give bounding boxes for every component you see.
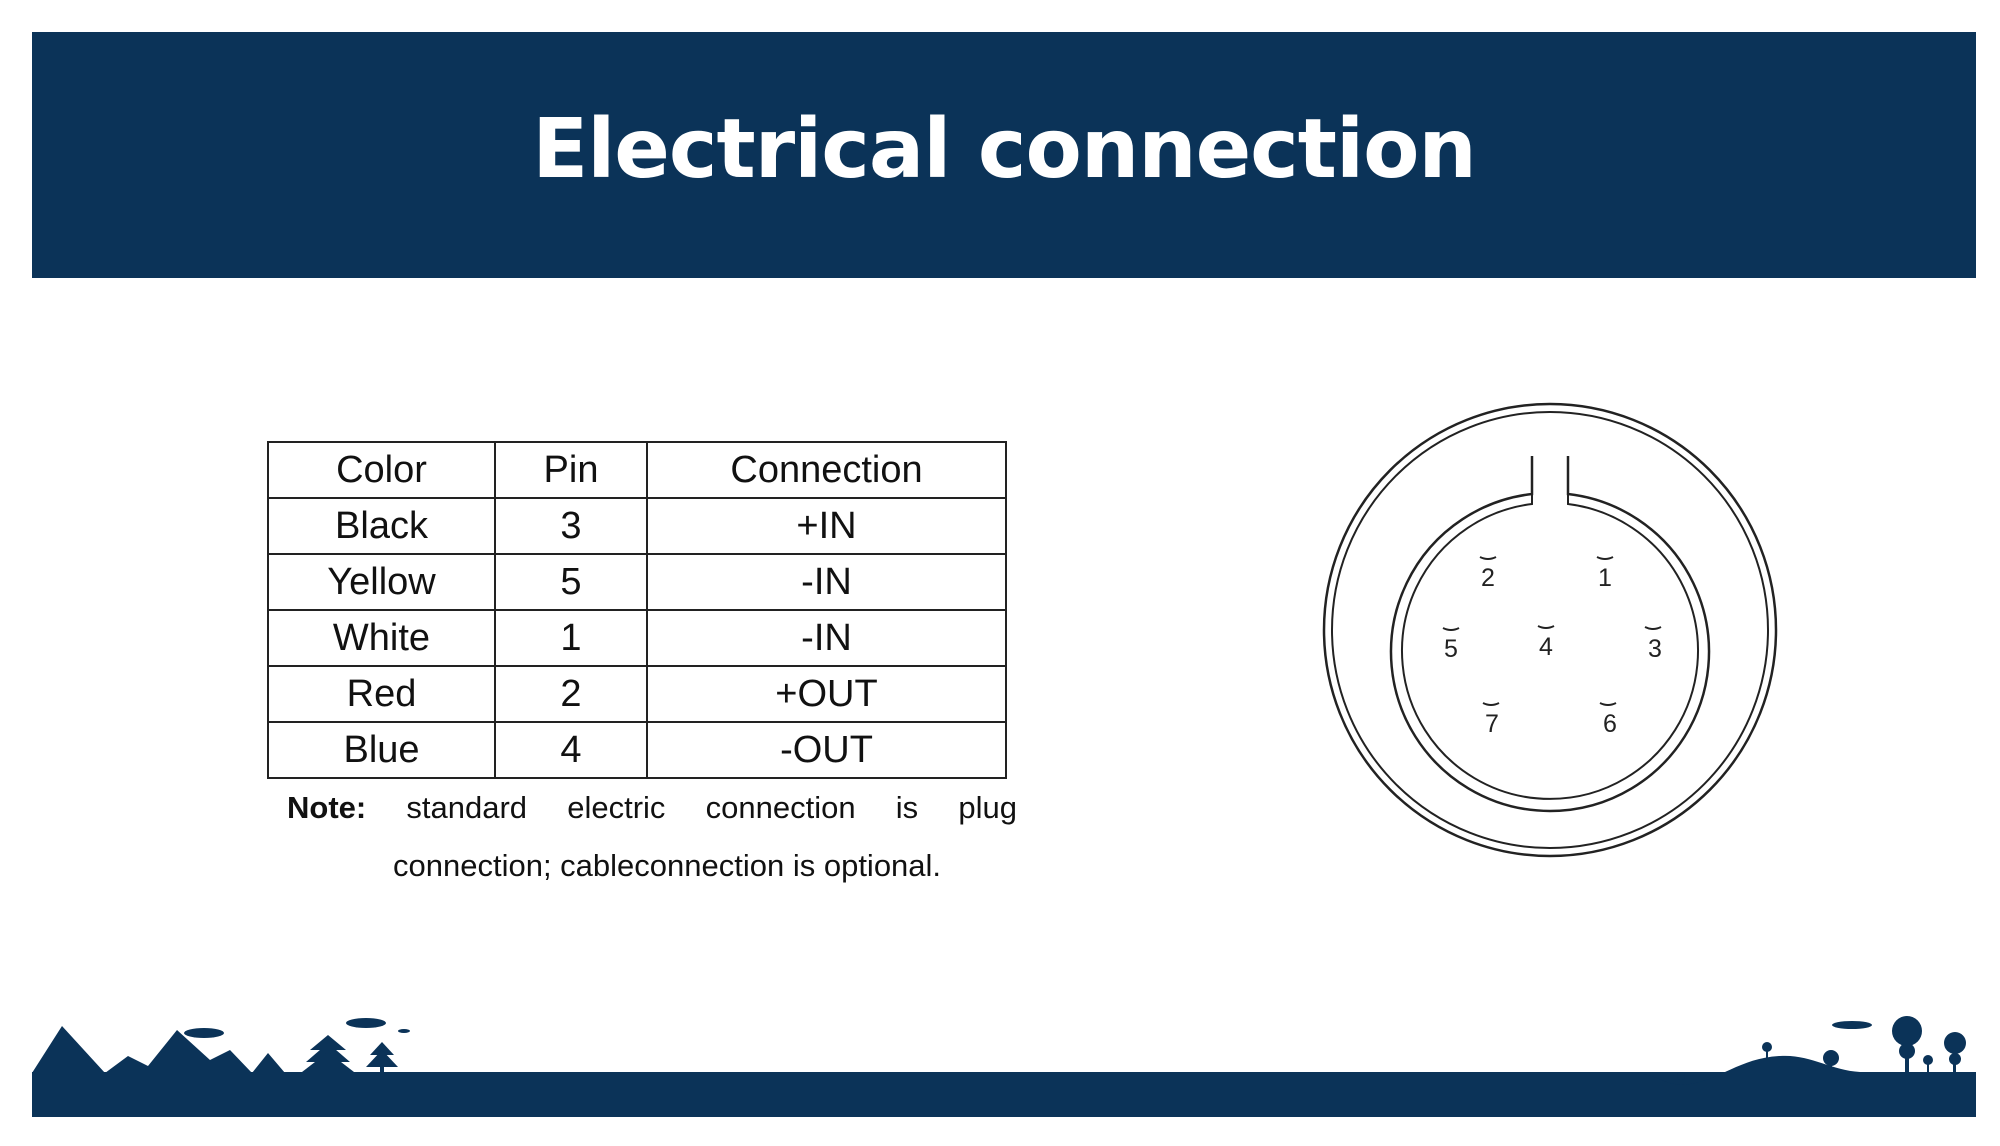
cell-pin: 3 <box>494 497 648 555</box>
table-row: Blue 4 -OUT <box>267 721 1007 779</box>
note-word: is <box>895 790 919 825</box>
table-row: Black 3 +IN <box>267 497 1007 555</box>
pin-2-mark <box>1479 556 1497 560</box>
pin-3-mark <box>1644 626 1662 630</box>
cloud-icon <box>398 1029 410 1033</box>
pin-4-mark <box>1537 625 1555 629</box>
column-header-pin: Pin <box>494 441 648 499</box>
cell-connection: -OUT <box>646 721 1007 779</box>
pin-2-label: 2 <box>1481 564 1495 592</box>
round-tree-icon <box>1677 1072 1685 1088</box>
page-title: Electrical connection <box>532 101 1477 197</box>
connector-outer-ring-inner <box>1331 411 1769 849</box>
pin-5-mark <box>1442 627 1460 631</box>
pin-1-mark <box>1596 556 1614 560</box>
round-tree-icon <box>1762 1042 1772 1060</box>
pin-7-label: 7 <box>1485 710 1499 738</box>
footer-ground-band <box>32 1072 1976 1117</box>
column-header-color: Color <box>267 441 496 499</box>
cell-connection: +IN <box>646 497 1007 555</box>
cell-color: Black <box>267 497 496 555</box>
pin-7-mark <box>1482 702 1500 706</box>
pin-1: 1 <box>1596 556 1614 592</box>
cloud-icon <box>184 1028 224 1038</box>
hill-icon <box>1630 1055 1976 1085</box>
note-word: plug <box>958 790 1017 825</box>
cell-color: Blue <box>267 721 496 779</box>
note-line-1: Note: standard electric connection is pl… <box>287 790 1017 826</box>
column-header-connection: Connection <box>646 441 1007 499</box>
note-word: connection <box>705 790 856 825</box>
pin-6-mark <box>1599 702 1617 706</box>
pin-2: 2 <box>1479 556 1497 592</box>
table-row: Red 2 +OUT <box>267 665 1007 723</box>
pin-5: 5 <box>1442 627 1460 663</box>
tree-icon <box>366 1042 398 1074</box>
cell-connection: -IN <box>646 553 1007 611</box>
pin-7: 7 <box>1482 702 1500 738</box>
cell-pin: 2 <box>494 665 648 723</box>
connector-pinout-diagram: 2 1 5 4 3 7 6 <box>1322 402 1778 858</box>
note-label: Note: <box>287 790 367 825</box>
round-tree-icon <box>1823 1050 1839 1080</box>
cell-pin: 4 <box>494 721 648 779</box>
table-row: White 1 -IN <box>267 609 1007 667</box>
cloud-icon <box>1832 1021 1872 1029</box>
pin-6-label: 6 <box>1603 710 1617 738</box>
round-tree-icon <box>1944 1032 1966 1073</box>
pin-4-label: 4 <box>1539 633 1553 661</box>
connector-outer-ring <box>1322 402 1778 858</box>
pin-5-label: 5 <box>1444 635 1458 663</box>
pin-1-label: 1 <box>1598 564 1612 592</box>
cell-connection: +OUT <box>646 665 1007 723</box>
mountains-icon <box>32 1026 285 1073</box>
pin-4: 4 <box>1537 625 1555 661</box>
title-banner: Electrical connection <box>32 32 1976 278</box>
cloud-icon <box>346 1018 386 1028</box>
pin-6: 6 <box>1599 702 1617 738</box>
cell-color: Yellow <box>267 553 496 611</box>
cell-color: Red <box>267 665 496 723</box>
cell-pin: 1 <box>494 609 648 667</box>
connector-housing-inner <box>1401 494 1699 800</box>
note-line-2: connection; cableconnection is optional. <box>393 848 942 883</box>
note-word: standard <box>406 790 528 825</box>
cell-connection: -IN <box>646 609 1007 667</box>
footer-landscape <box>32 1016 1976 1117</box>
round-tree-icon <box>1892 1016 1922 1073</box>
pin-3: 3 <box>1644 626 1662 663</box>
pin-assignment-table: Color Pin Connection Black 3 +IN Yellow … <box>267 441 1007 779</box>
table-row: Yellow 5 -IN <box>267 553 1007 611</box>
pin-3-label: 3 <box>1648 635 1662 663</box>
cell-color: White <box>267 609 496 667</box>
note-word: electric <box>567 790 666 825</box>
cell-pin: 5 <box>494 553 648 611</box>
tree-icon <box>302 1035 354 1074</box>
connector-housing-outline <box>1389 456 1711 813</box>
table-header-row: Color Pin Connection <box>267 441 1007 499</box>
note-text: Note: standard electric connection is pl… <box>287 790 1017 884</box>
round-tree-icon <box>1923 1055 1933 1073</box>
